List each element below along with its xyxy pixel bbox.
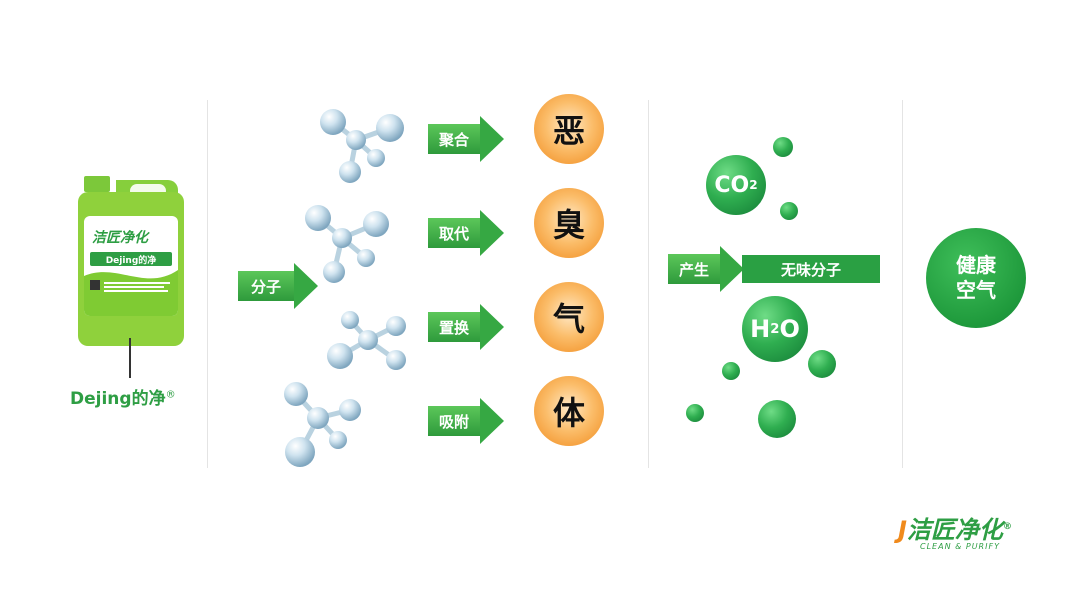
jug-label-brand: 洁匠净化 <box>92 229 150 246</box>
h2o-tail: O <box>779 315 800 343</box>
h2o-main: H <box>750 315 771 343</box>
co2-main: CO <box>714 172 750 198</box>
odor-char-3: 气 <box>534 282 604 352</box>
co2-sub: 2 <box>749 178 758 192</box>
molecule-group <box>284 109 406 467</box>
product-jug-image: 洁匠净化 Dejing的净 <box>78 176 184 346</box>
h2o-sub: 2 <box>770 321 780 337</box>
process-arrow-1: 聚合 <box>428 116 504 162</box>
healthy-air-circle: 健康 空气 <box>926 228 1026 328</box>
logo-mark: ® <box>1002 522 1012 532</box>
brand-logo: J洁匠净化® CLEAN & PURIFY <box>898 510 1038 556</box>
logo-j: J <box>898 516 907 544</box>
healthy-air-line2: 空气 <box>956 278 996 302</box>
small-ball <box>686 404 704 422</box>
process-arrow-2: 取代 <box>428 210 504 256</box>
small-ball <box>722 362 740 380</box>
jug-label-name: Dejing的净 <box>106 254 157 266</box>
pointer-line <box>129 338 131 378</box>
odor-char-1: 恶 <box>534 94 604 164</box>
small-ball <box>773 137 793 157</box>
product-caption: Dejing的净® <box>70 389 176 409</box>
odor-char-2: 臭 <box>534 188 604 258</box>
divider-2 <box>648 100 649 468</box>
divider-3 <box>902 100 903 468</box>
odor-char-4: 体 <box>534 376 604 446</box>
process-arrow-3: 置换 <box>428 304 504 350</box>
small-ball <box>758 400 796 438</box>
produce-arrow: 产生 <box>668 246 744 292</box>
divider-1 <box>207 100 208 468</box>
molecule-arrow: 分子 <box>238 263 318 309</box>
logo-text: 洁匠净化 <box>906 516 1003 544</box>
logo-subtitle: CLEAN & PURIFY <box>920 542 1000 551</box>
small-ball <box>780 202 798 220</box>
process-arrow-4: 吸附 <box>428 398 504 444</box>
odorless-molecule-bar: 无味分子 <box>742 255 880 283</box>
small-ball <box>808 350 836 378</box>
healthy-air-line1: 健康 <box>956 253 996 277</box>
